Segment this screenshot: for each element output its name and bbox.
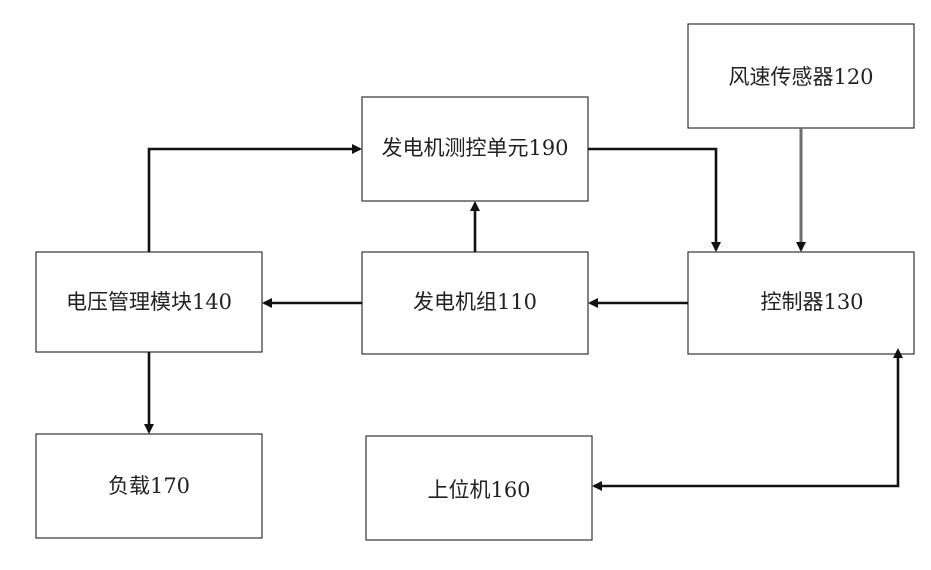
node-generator-set: 发电机组110 — [362, 252, 588, 354]
node-controller: 控制器130 — [688, 252, 914, 354]
edge-voltage-to-monitor — [149, 149, 360, 252]
node-load-label: 负载170 — [108, 474, 190, 498]
node-controller-label: 控制器130 — [760, 290, 863, 314]
node-voltage-module-label: 电压管理模块140 — [66, 290, 232, 314]
edge-controller-host-bidirectional — [594, 356, 898, 486]
node-wind-sensor: 风速传感器120 — [688, 24, 914, 128]
node-voltage-module: 电压管理模块140 — [36, 252, 262, 352]
edge-monitor-to-controller — [588, 149, 716, 250]
node-host-computer: 上位机160 — [366, 436, 592, 540]
node-load: 负载170 — [36, 434, 262, 538]
node-host-computer-label: 上位机160 — [427, 478, 530, 502]
node-generator-set-label: 发电机组110 — [413, 290, 537, 314]
node-monitor-unit: 发电机测控单元190 — [362, 97, 588, 201]
node-wind-sensor-label: 风速传感器120 — [728, 65, 873, 89]
node-monitor-unit-label: 发电机测控单元190 — [381, 136, 568, 160]
